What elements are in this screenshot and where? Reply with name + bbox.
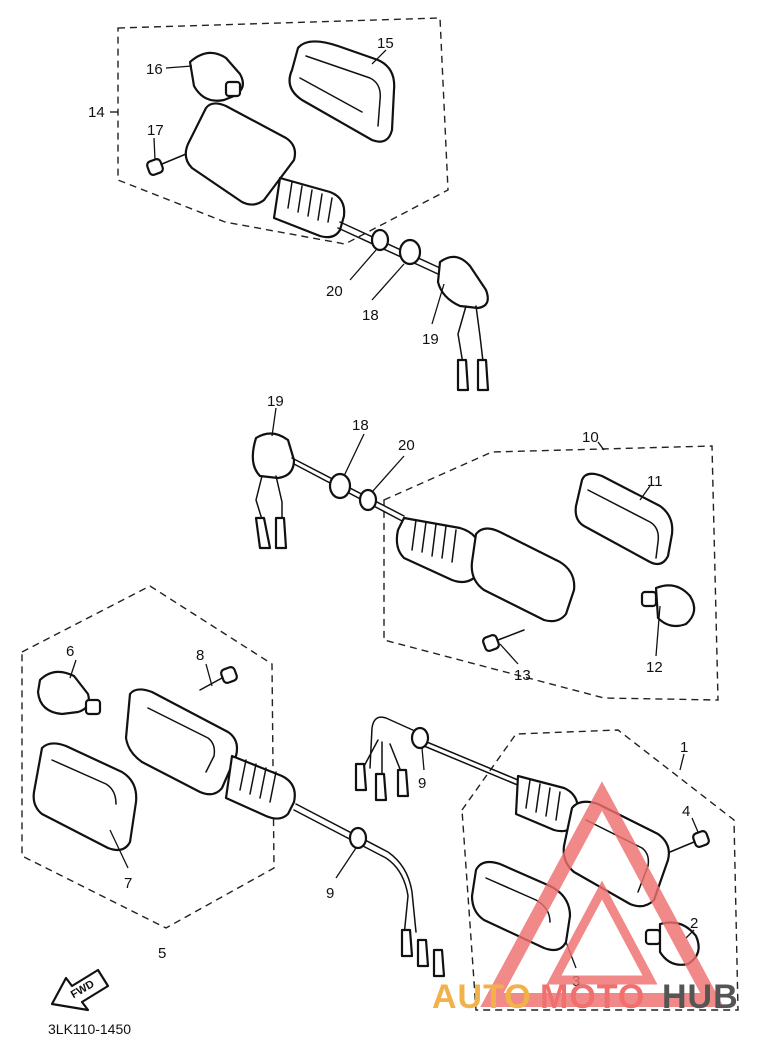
watermark-inner-triangle [546,880,658,985]
drawing-code: 3LK110-1450 [48,1021,131,1037]
callout-7: 7 [124,875,132,892]
screw-17 [146,153,187,176]
callout-9-right: 9 [418,775,426,792]
callout-16: 16 [146,61,163,78]
grommet-19-top [436,255,490,392]
bulb-6 [36,670,102,716]
lens-11 [574,472,674,566]
grommet-9-right [410,726,430,750]
callout-18-top: 18 [362,307,379,324]
screw-8 [199,666,238,691]
assembly-10-rear-right-flasher: 19 18 20 10 11 12 13 [251,393,719,701]
housing-5 [124,688,296,820]
housing-14 [184,102,441,275]
assembly-14-rear-left-flasher: 16 15 14 17 20 18 19 [88,17,490,392]
assembly-5-front-left-flasher: 6 8 7 5 9 [21,585,446,978]
grommet-18-top [398,238,422,266]
watermark-word-moto: MOTO [540,978,645,1016]
callout-12: 12 [646,659,663,676]
lens-7 [32,742,138,852]
callout-20-mid: 20 [398,437,415,454]
grommet-9-left [348,826,368,850]
assembly-5-boundary [21,585,275,929]
watermark-word-auto: AUTO [432,978,532,1016]
washer-20-top [370,228,390,252]
assembly-10-boundary [383,445,719,701]
screw-4 [669,830,710,853]
watermark-triangle [480,781,724,1007]
fwd-arrow: FWD [50,968,110,1012]
callout-9-left: 9 [326,885,334,902]
callout-18-mid: 18 [352,417,369,434]
watermark-text: AUTO MOTO HUB [432,978,739,1016]
callout-17: 17 [147,122,164,139]
callout-20-top: 20 [326,283,343,300]
callout-14: 14 [88,104,105,121]
callout-19-top: 19 [422,331,439,348]
callout-15: 15 [377,35,394,52]
housing-10 [395,516,576,623]
callout-5: 5 [158,945,166,962]
callout-4: 4 [682,803,690,820]
screw-13 [482,629,525,652]
bulb-12 [640,584,696,628]
wire-9-left [293,803,446,978]
callout-2: 2 [690,915,698,932]
watermark-logo [480,781,724,1007]
assembly-1-front-right-flasher: 1 4 2 3 9 [354,716,739,1011]
callout-1: 1 [680,739,688,756]
callout-13: 13 [514,667,531,684]
bulb-16 [188,51,245,102]
callout-19-mid: 19 [267,393,284,410]
assembly-1-boundary [461,729,739,1011]
wire-9-right [354,716,521,802]
washer-20-mid [358,488,378,512]
grommet-19-mid [251,432,296,550]
watermark-word-hub: HUB [662,978,739,1016]
callout-11: 11 [647,473,663,490]
lens-15 [288,40,396,143]
callout-6: 6 [66,643,74,660]
callout-10: 10 [582,429,599,446]
grommet-18-mid [328,472,352,500]
callout-8: 8 [196,647,204,664]
